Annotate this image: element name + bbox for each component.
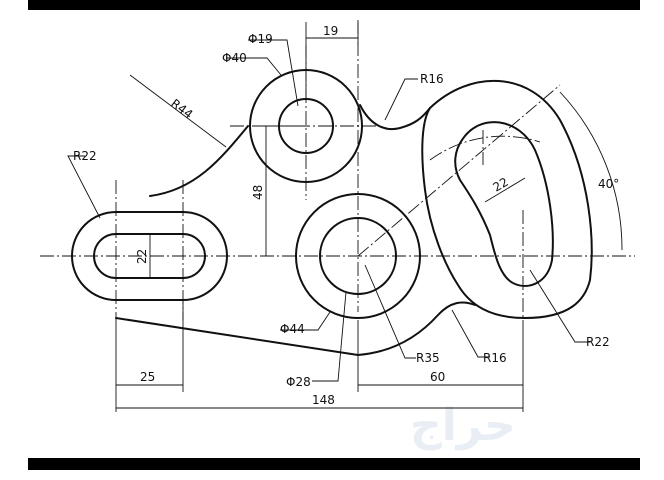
r16-top-blend	[359, 104, 431, 130]
phi40-label: Φ40	[222, 51, 247, 65]
r16-top-leader	[384, 78, 418, 121]
watermark-text: حراج	[410, 400, 516, 451]
phi19-leader	[248, 39, 299, 107]
r16-bottom-leader	[451, 309, 490, 358]
r22-right-leader	[529, 269, 590, 343]
r22-left-label: R22	[73, 149, 97, 163]
angle40-arc	[559, 91, 623, 251]
phi19-label: Φ19	[248, 32, 273, 46]
dim25-label: 25	[140, 370, 155, 384]
center-outer-circle	[295, 193, 421, 319]
phi28-label: Φ28	[286, 375, 311, 389]
left-slot-inner-left-arc	[93, 233, 117, 279]
left-slot-outer-right-arc	[182, 211, 228, 301]
right-slot-inner-contour	[454, 121, 554, 287]
r35-leader	[364, 264, 416, 359]
phi40-leader	[226, 57, 282, 76]
r35-label: R35	[416, 351, 440, 365]
angle40-label: 40°	[598, 177, 619, 191]
dim60-label: 60	[430, 370, 445, 384]
left-slot-outer-left-arc	[71, 211, 117, 301]
r44-leader	[129, 74, 227, 148]
r22-right-label: R22	[586, 335, 610, 349]
r22-left-leader	[67, 155, 101, 219]
dim22-slot-width-line	[484, 177, 526, 203]
left-slot-inner-right-arc	[182, 233, 206, 279]
dim22-slot-width-label: 22	[491, 175, 511, 195]
dim19-label: 19	[323, 24, 338, 38]
r16-top-label: R16	[420, 72, 444, 86]
dim148-label: 148	[312, 393, 335, 407]
r44-label: R44	[168, 96, 195, 121]
center-inner-hole	[319, 217, 397, 295]
phi28-leader	[312, 291, 347, 382]
lower-tangent-line	[115, 317, 359, 356]
bottom-border-bar	[28, 458, 640, 470]
slot-arc-centerline	[429, 135, 541, 161]
angled-slot-axis	[357, 84, 561, 257]
r44-blend-arc	[149, 125, 249, 197]
top-border-bar	[28, 0, 640, 10]
dim22-left-slot-label: 22	[135, 249, 149, 264]
right-slot-outer-contour	[421, 80, 593, 319]
phi44-label: Φ44	[280, 322, 305, 336]
dim48-label: 48	[251, 185, 265, 200]
r35-r16-lower-blend	[357, 301, 476, 356]
r16-bottom-label: R16	[483, 351, 507, 365]
phi44-leader	[280, 311, 331, 331]
